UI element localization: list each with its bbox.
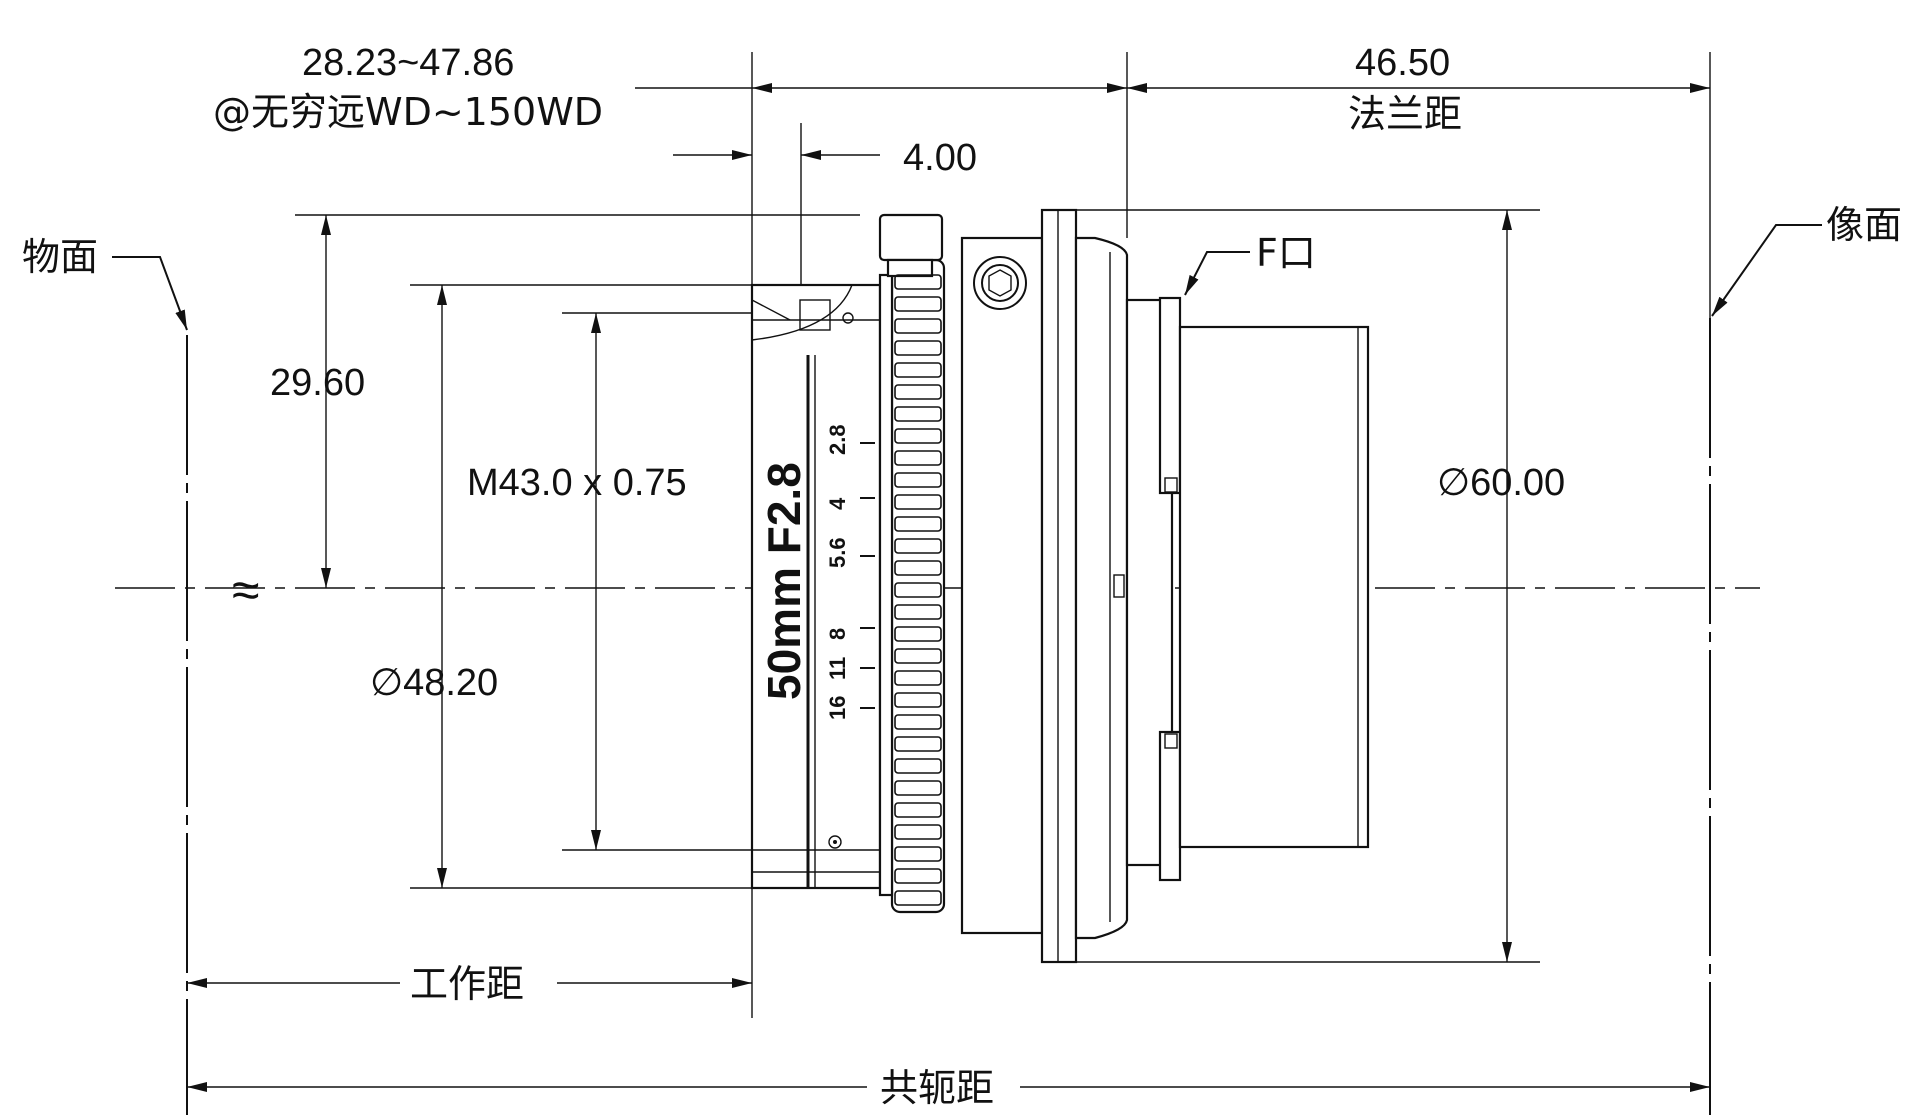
knurl-groove <box>894 560 942 576</box>
flange-distance-label: 法兰距 <box>1348 92 1462 136</box>
knurl-groove <box>894 648 942 664</box>
mount-leader <box>1184 251 1250 296</box>
knurl-groove <box>894 450 942 466</box>
wd-range-value: 28.23~47.86 <box>302 42 514 84</box>
knurl-groove <box>894 780 942 796</box>
locking-knob <box>878 213 944 262</box>
conjugate-distance-label: 共轭距 <box>880 1066 994 1110</box>
flange-distance-value: 46.50 <box>1355 42 1450 84</box>
knurl-groove <box>894 494 942 510</box>
aperture-stop-label: 2.8 <box>825 424 850 455</box>
knurl-groove <box>894 890 942 906</box>
rear-tube <box>1178 325 1370 849</box>
flange-ring <box>1040 208 1078 964</box>
knurl-groove <box>894 274 942 290</box>
knurl-groove <box>894 604 942 620</box>
knurl-groove <box>894 318 942 334</box>
knurl-groove <box>894 692 942 708</box>
hex-screw <box>973 256 1027 310</box>
object-plane-leader <box>112 256 188 331</box>
lens-body <box>750 208 1370 964</box>
wd-range-condition: @无穷远WD~150WD <box>213 90 603 134</box>
aperture-stop-label: 16 <box>825 696 850 720</box>
knurl-groove <box>894 670 942 686</box>
aperture-stop-label: 8 <box>825 628 850 640</box>
working-distance-label: 工作距 <box>410 962 524 1006</box>
body-diameter-value: ∅60.00 <box>1437 462 1565 504</box>
break-symbol: ≈ <box>232 562 259 618</box>
lens-engraving-focal-aperture: 50mm F2.8 <box>758 462 810 700</box>
knurl-groove <box>894 824 942 840</box>
aperture-stop-label: 5.6 <box>825 537 850 568</box>
focus-ring <box>890 258 946 914</box>
object-plane-label: 物面 <box>22 235 98 279</box>
knurl-groove <box>894 296 942 312</box>
knurl-groove <box>894 758 942 774</box>
knurl-groove <box>894 384 942 400</box>
knurl-groove <box>894 582 942 598</box>
knurl-groove <box>894 340 942 356</box>
aperture-stop-label: 11 <box>825 657 850 680</box>
image-plane-label: 像面 <box>1826 203 1902 247</box>
mount-label: F口 <box>1256 231 1316 275</box>
half-height-value: 29.60 <box>270 362 365 404</box>
knurl-groove <box>894 736 942 752</box>
thread-spec: M43.0 x 0.75 <box>467 462 687 504</box>
knurl-groove <box>894 626 942 642</box>
front-diameter-value: ∅48.20 <box>370 662 498 704</box>
knurl-groove <box>894 802 942 818</box>
rear-body <box>1074 236 1129 940</box>
knurl-groove <box>894 406 942 422</box>
index-mark-icon <box>828 835 842 849</box>
knurl-groove <box>894 714 942 730</box>
aperture-scale: 2.8 4 5.6 8 11 16 <box>825 424 875 720</box>
knurl-groove <box>894 846 942 862</box>
knurl-groove <box>894 868 942 884</box>
knurl-groove <box>894 362 942 378</box>
knurl-groove <box>894 516 942 532</box>
mid-body <box>960 236 1044 935</box>
knurl-groove <box>894 428 942 444</box>
focus-ring-knurl <box>894 274 942 906</box>
aperture-stop-label: 4 <box>825 497 850 510</box>
image-plane-leader <box>1711 224 1822 317</box>
front-offset-value: 4.00 <box>903 137 977 179</box>
knurl-groove <box>894 538 942 554</box>
knurl-groove <box>894 472 942 488</box>
